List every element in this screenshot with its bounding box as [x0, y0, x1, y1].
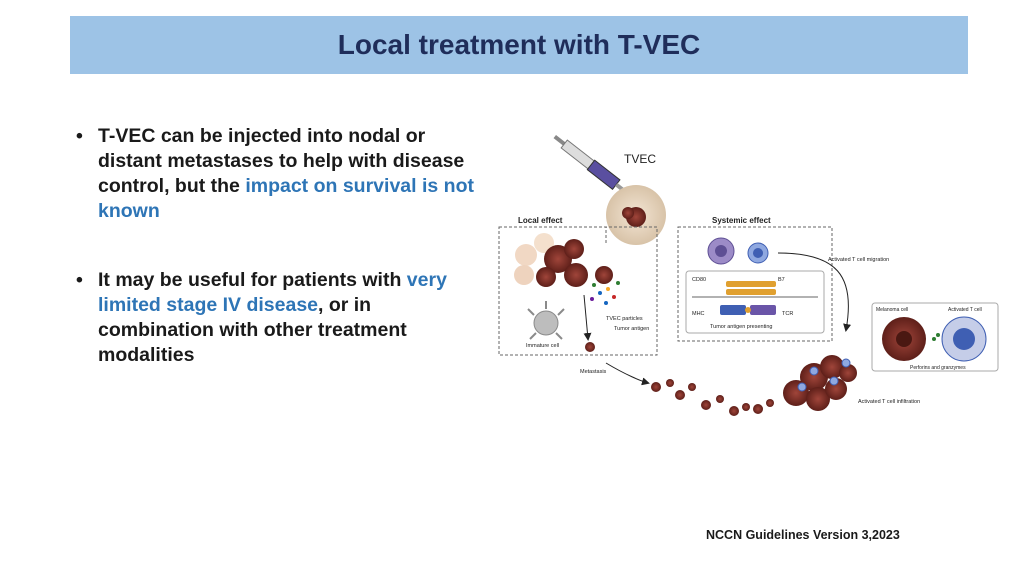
immature-cell-icon: [527, 301, 565, 340]
bullet-text-part: , or in combination with other treatment…: [98, 294, 407, 366]
receptor-panel: [685, 270, 825, 334]
melanoma-cell-label: Melanoma cell: [876, 307, 908, 313]
interaction-panel: [871, 302, 999, 372]
tumor-cell: [622, 207, 634, 219]
bullet-text-part: T-VEC can be injected into nodal or dist…: [98, 125, 465, 197]
bullet-highlight: very limited stage IV disease: [98, 269, 447, 316]
tumor-mass: [783, 355, 857, 411]
figure-svg: TVEC Local effect Systemic effect: [498, 135, 999, 416]
tvec-mechanism-figure: TVEC Local effect Systemic effect: [496, 125, 1010, 423]
footer-citation: NCCN Guidelines Version 3,2023: [706, 528, 900, 542]
b7-label: B7: [778, 277, 785, 283]
tvec-label: TVEC: [624, 152, 656, 166]
bullet-text: T-VEC can be injected into nodal or dist…: [98, 124, 476, 224]
tvec-particles-label: TVEC particles: [606, 316, 643, 322]
metastasis-cells: [651, 379, 774, 416]
metastasis-cell: [585, 342, 595, 352]
activated-t-cell-label: Activated T cell: [948, 307, 982, 313]
bullet-text-part: It may be useful for patients with: [98, 269, 407, 291]
bullet-dot: •: [76, 125, 83, 147]
systemic-effect-box: [677, 226, 833, 342]
bullet-highlight: impact on survival is not known: [98, 175, 474, 222]
slide-title: Local treatment with T-VEC: [337, 29, 701, 60]
perforins-label: Perforins and granzymes: [910, 365, 966, 371]
local-effect-box: [498, 226, 658, 356]
bullet-item: • T-VEC can be injected into nodal or di…: [76, 124, 476, 224]
title-bar: Local treatment with T-VEC: [70, 16, 968, 74]
tumor-antigen-label: Tumor antigen: [614, 326, 649, 332]
bullet-dot: •: [76, 269, 83, 291]
bullet-text: It may be useful for patients with very …: [98, 268, 476, 368]
activated-migration-label: Activated T cell migration: [828, 257, 889, 263]
dendritic-cell-icon: [707, 237, 769, 265]
tcr-label: TCR: [782, 311, 793, 317]
immature-cell-label: Immature cell: [526, 343, 559, 349]
systemic-effect-label: Systemic effect: [712, 216, 771, 225]
tumor-cluster: [514, 233, 613, 287]
metastasis-label: Metastasis: [580, 369, 607, 375]
activated-infiltration-label: Activated T cell infiltration: [858, 399, 920, 405]
bullet-list: • T-VEC can be injected into nodal or di…: [76, 124, 476, 412]
tumor-antigen-presenting-label: Tumor antigen presenting: [710, 324, 772, 330]
tvec-particles: [590, 281, 620, 305]
mhc-label: MHC: [692, 311, 705, 317]
local-effect-label: Local effect: [518, 216, 563, 225]
cd80-label: CD80: [692, 277, 706, 283]
bullet-item: • It may be useful for patients with ver…: [76, 268, 476, 368]
